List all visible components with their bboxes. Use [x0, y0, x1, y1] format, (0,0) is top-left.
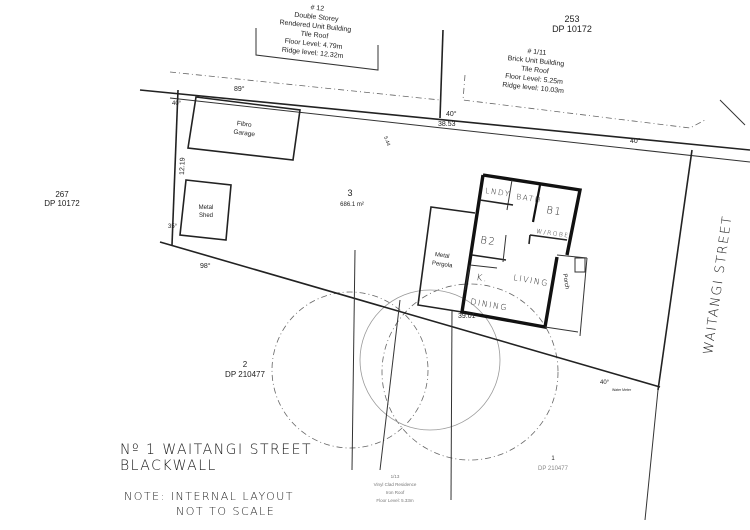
- address-line-1: Nº 1 WAITANGI STREET: [120, 442, 312, 458]
- lot-1-line: Floor Level: 5.33m: [376, 498, 414, 503]
- lot-2-number: 2: [243, 360, 248, 369]
- address-line-2: BLACKWALL: [120, 458, 217, 474]
- street-boundary: [657, 149, 693, 391]
- room-b2: B2: [480, 235, 497, 248]
- room-kitchen: K.: [476, 273, 489, 285]
- lot-1-number: 1: [551, 456, 555, 462]
- top-boundary: [139, 89, 750, 151]
- lot-1-dp: DP 210477: [538, 466, 569, 472]
- left-boundary: [171, 89, 179, 246]
- bottom-bearing: 98°: [200, 262, 211, 270]
- lot-267-dp: DP 10172: [44, 199, 80, 208]
- neighbour-12-line: Tile Roof: [300, 31, 328, 41]
- bottom-boundary: [159, 241, 661, 388]
- tree-canopy: [359, 289, 501, 431]
- room-living: LIVING: [513, 273, 550, 288]
- neighbour-12-line: Double Storey: [294, 12, 339, 24]
- lot-1-line: 1/13: [391, 474, 400, 479]
- porch-label: Porch: [561, 273, 570, 289]
- neighbour-building-12: [255, 28, 379, 71]
- garage-label: Fibro: [236, 120, 252, 129]
- top-bearing: 89°: [234, 85, 245, 93]
- lot-1-line: [450, 309, 453, 501]
- lot-2-dp: DP 210477: [225, 370, 265, 379]
- left-angle-top: 40°: [172, 101, 182, 107]
- pergola-outline: [417, 206, 476, 313]
- garage-outline: [187, 96, 301, 161]
- lot-divider: [439, 29, 444, 119]
- pergola-label: Pergola: [431, 261, 453, 270]
- bottom-right-angle: 40°: [600, 380, 610, 386]
- tree-canopy: [381, 283, 559, 461]
- room-dining: DINING: [470, 297, 509, 312]
- left-length: 12.19: [179, 157, 187, 175]
- misc-dimension: 5.44: [382, 136, 391, 147]
- subject-lot-area: 686.1 m²: [340, 202, 364, 208]
- top-boundary-inner: [169, 97, 750, 163]
- shed-outline: [179, 179, 232, 241]
- fence-line: [169, 71, 441, 101]
- room-bath: BATH: [516, 192, 543, 204]
- house-outline: [460, 173, 588, 337]
- corner-line: [719, 99, 746, 126]
- street-boundary-lower: [644, 389, 659, 521]
- lot-1-line: Vinyl Clad Residence: [374, 482, 417, 487]
- neighbour-12-number: # 12: [310, 4, 324, 12]
- bottom-length: 39.01: [458, 313, 476, 320]
- lot-1-line: Iron Roof: [386, 490, 405, 495]
- shed-label: Metal: [199, 205, 214, 211]
- note-line-1: NOTE: INTERNAL LAYOUT: [124, 490, 294, 503]
- room-b1: B1: [546, 205, 563, 218]
- lot-253-dp: DP 10172: [552, 24, 592, 34]
- pergola-label: Metal: [434, 252, 449, 260]
- lot-2-line: [351, 249, 356, 471]
- neighbour-1-11-number: # 1/11: [527, 48, 547, 57]
- shed-label: Shed: [199, 213, 213, 219]
- lot-253-number: 253: [564, 14, 579, 24]
- subject-lot-number: 3: [347, 188, 352, 198]
- garage-label: Garage: [233, 129, 256, 139]
- room-wrobe: W/ROBE: [536, 228, 570, 240]
- lot-line: [379, 299, 401, 471]
- top-corner-angle: 40°: [446, 110, 457, 118]
- top-length: 38.53: [438, 121, 456, 128]
- neighbour-1-11-line: Tile Roof: [521, 66, 549, 76]
- street-name: WAITANGI STREET: [701, 214, 735, 355]
- left-angle-bottom: 35°: [168, 224, 178, 230]
- top-right-angle: 40°: [630, 137, 641, 145]
- room-laundry: LNDY: [485, 186, 512, 198]
- note-line-2: NOT TO SCALE: [176, 505, 275, 518]
- lot-267-number: 267: [55, 190, 69, 199]
- neighbour-building-1-11: [462, 74, 706, 129]
- tree-canopy: [271, 291, 429, 449]
- neighbour-1-11-line: Brick Unit Building: [507, 55, 564, 68]
- water-meter-label: Water Meter: [612, 388, 632, 392]
